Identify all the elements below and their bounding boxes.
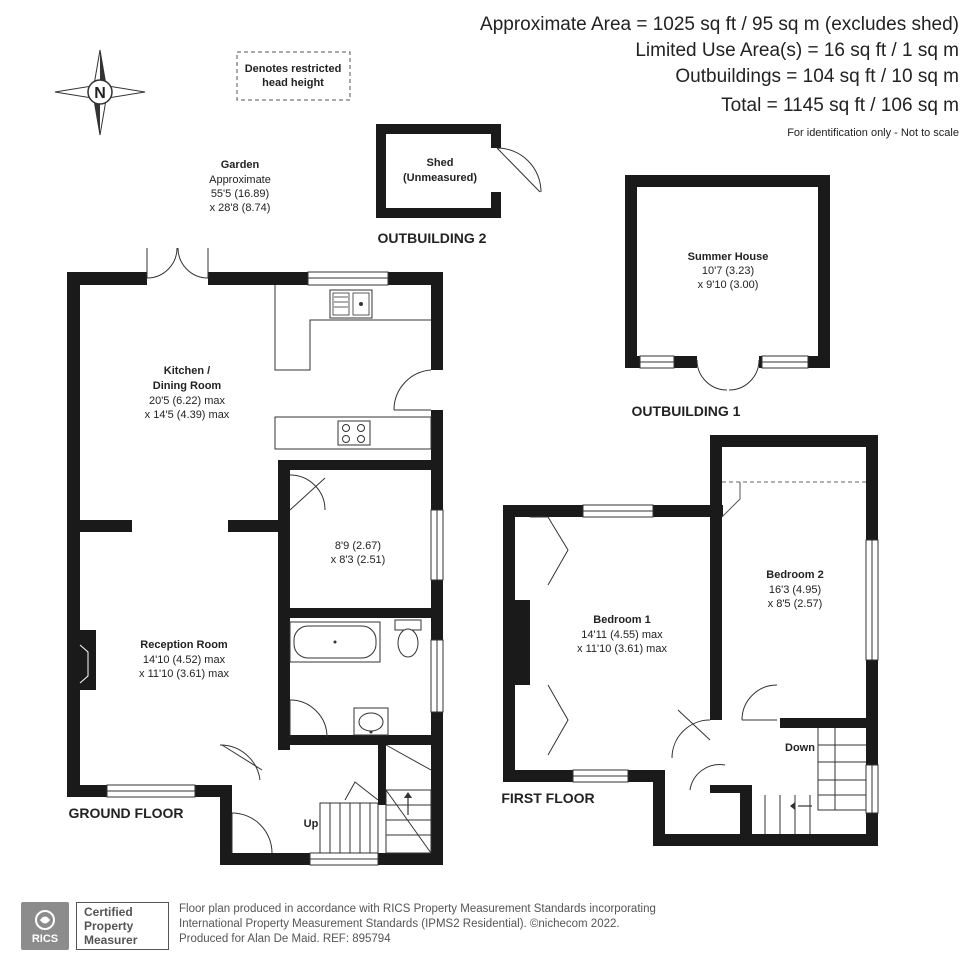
footer-text: Floor plan produced in accordance with R… — [179, 902, 656, 947]
summer-house-dim1: 10'7 (3.23) — [702, 265, 754, 277]
garden-name: Garden — [221, 159, 260, 171]
kitchen-dim2: x 14'5 (4.39) max — [145, 409, 230, 421]
compass-label: N — [94, 85, 106, 102]
ground-floor-label: GROUND FLOOR — [68, 805, 183, 821]
study-dim1: 8'9 (2.67) — [335, 540, 381, 552]
ground-stairs-label: Up — [304, 818, 319, 830]
legend-line1: Denotes restricted — [245, 63, 342, 75]
legend-line2: head height — [262, 77, 324, 89]
first-floor-walls — [503, 435, 878, 846]
reception-name: Reception Room — [140, 639, 228, 651]
first-floor-doors — [671, 684, 778, 791]
kitchen-worktops — [274, 285, 432, 450]
kitchen-dim1: 20'5 (6.22) max — [149, 395, 226, 407]
kitchen-sink-icon — [329, 289, 373, 319]
ground-floor-windows — [106, 271, 444, 866]
outbuilding2-label: OUTBUILDING 2 — [378, 230, 487, 246]
garden-line1: Approximate — [209, 174, 271, 186]
bedroom1-dim2: x 11'10 (3.61) max — [577, 643, 667, 655]
shed-unmeasured: (Unmeasured) — [403, 172, 477, 184]
outbuilding1-label: OUTBUILDING 1 — [632, 403, 741, 419]
shed-name: Shed — [427, 157, 454, 169]
toilet-icon — [394, 619, 422, 658]
compass-icon: N — [54, 49, 146, 136]
bedroom1-dim1: 14'11 (4.55) max — [581, 629, 663, 641]
first-floor-stairs — [764, 728, 866, 834]
bedroom2-dim2: x 8'5 (2.57) — [768, 598, 823, 610]
bath-icon — [289, 621, 381, 663]
bedroom2-dim1: 16'3 (4.95) — [769, 584, 821, 596]
garden-dim1: 55'5 (16.89) — [211, 188, 269, 200]
limited-use-area-text: Limited Use Area(s) = 16 sq ft / 1 sq m — [635, 40, 959, 61]
wardrobe-doors — [530, 516, 569, 756]
study-dim2: x 8'3 (2.51) — [331, 554, 386, 566]
first-floor-windows — [572, 504, 879, 814]
shed-outline — [376, 124, 542, 218]
reception-dim1: 14'10 (4.52) max — [143, 654, 226, 666]
floor-plan-drawing: N Denotes restricted head height Garden … — [54, 49, 879, 866]
reception-dim2: x 11'10 (3.61) max — [139, 668, 229, 680]
identification-note: For identification only - Not to scale — [787, 127, 959, 139]
rics-line2: Property — [84, 919, 134, 933]
footer-line1: Floor plan produced in accordance with R… — [179, 903, 656, 915]
rics-line1: Certified — [84, 905, 133, 919]
first-floor-label: FIRST FLOOR — [501, 790, 594, 806]
footer-line3: Produced for Alan De Maid. REF: 895794 — [179, 933, 391, 945]
ground-floor-walls — [67, 272, 443, 865]
approximate-area-text: Approximate Area = 1025 sq ft / 95 sq m … — [480, 14, 959, 35]
basin-icon — [353, 707, 389, 736]
first-stairs-label: Down — [785, 742, 815, 754]
total-area-text: Total = 1145 sq ft / 106 sq m — [721, 95, 959, 116]
hob-icon — [337, 420, 371, 446]
summer-house-outline — [625, 175, 830, 391]
ground-floor-doors — [146, 247, 432, 854]
bedroom1-name: Bedroom 1 — [593, 614, 650, 626]
restricted-height-legend-box — [236, 51, 351, 101]
certified-measurer-box: Certified Property Measurer — [76, 902, 169, 950]
garden-dim2: x 28'8 (8.74) — [210, 202, 271, 214]
outbuildings-area-text: Outbuildings = 104 sq ft / 10 sq m — [675, 66, 959, 87]
rics-badge: RICS Certified Property Measurer — [21, 902, 169, 950]
rics-mark-text: RICS — [31, 933, 59, 945]
summer-house-dim2: x 9'10 (3.00) — [698, 279, 759, 291]
bedroom2-name: Bedroom 2 — [766, 569, 823, 581]
kitchen-name1: Kitchen / — [164, 365, 210, 377]
summer-house-name: Summer House — [688, 251, 769, 263]
footer-line2: International Property Measurement Stand… — [179, 918, 620, 930]
rics-logo-icon: RICS — [21, 902, 69, 950]
rics-line3: Measurer — [84, 933, 138, 947]
ground-floor-stairs — [319, 744, 432, 854]
kitchen-name2: Dining Room — [153, 380, 222, 392]
